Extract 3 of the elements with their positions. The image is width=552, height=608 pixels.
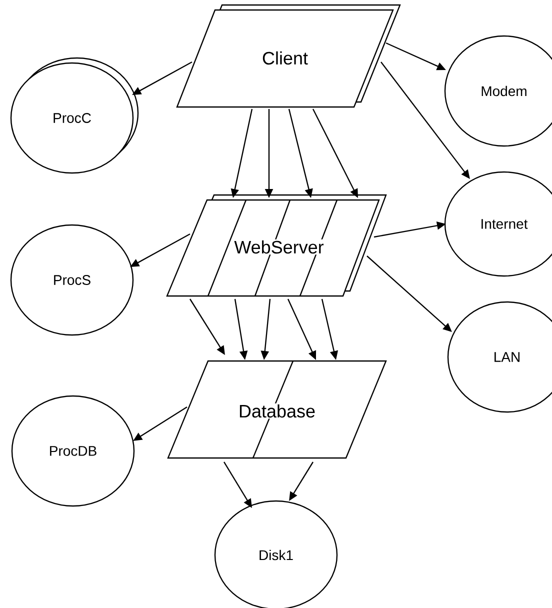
parallelogram-box: WebServer [166, 194, 387, 297]
parallelogram-box: Database [167, 360, 387, 459]
parallelogram-box: Client [176, 4, 401, 108]
